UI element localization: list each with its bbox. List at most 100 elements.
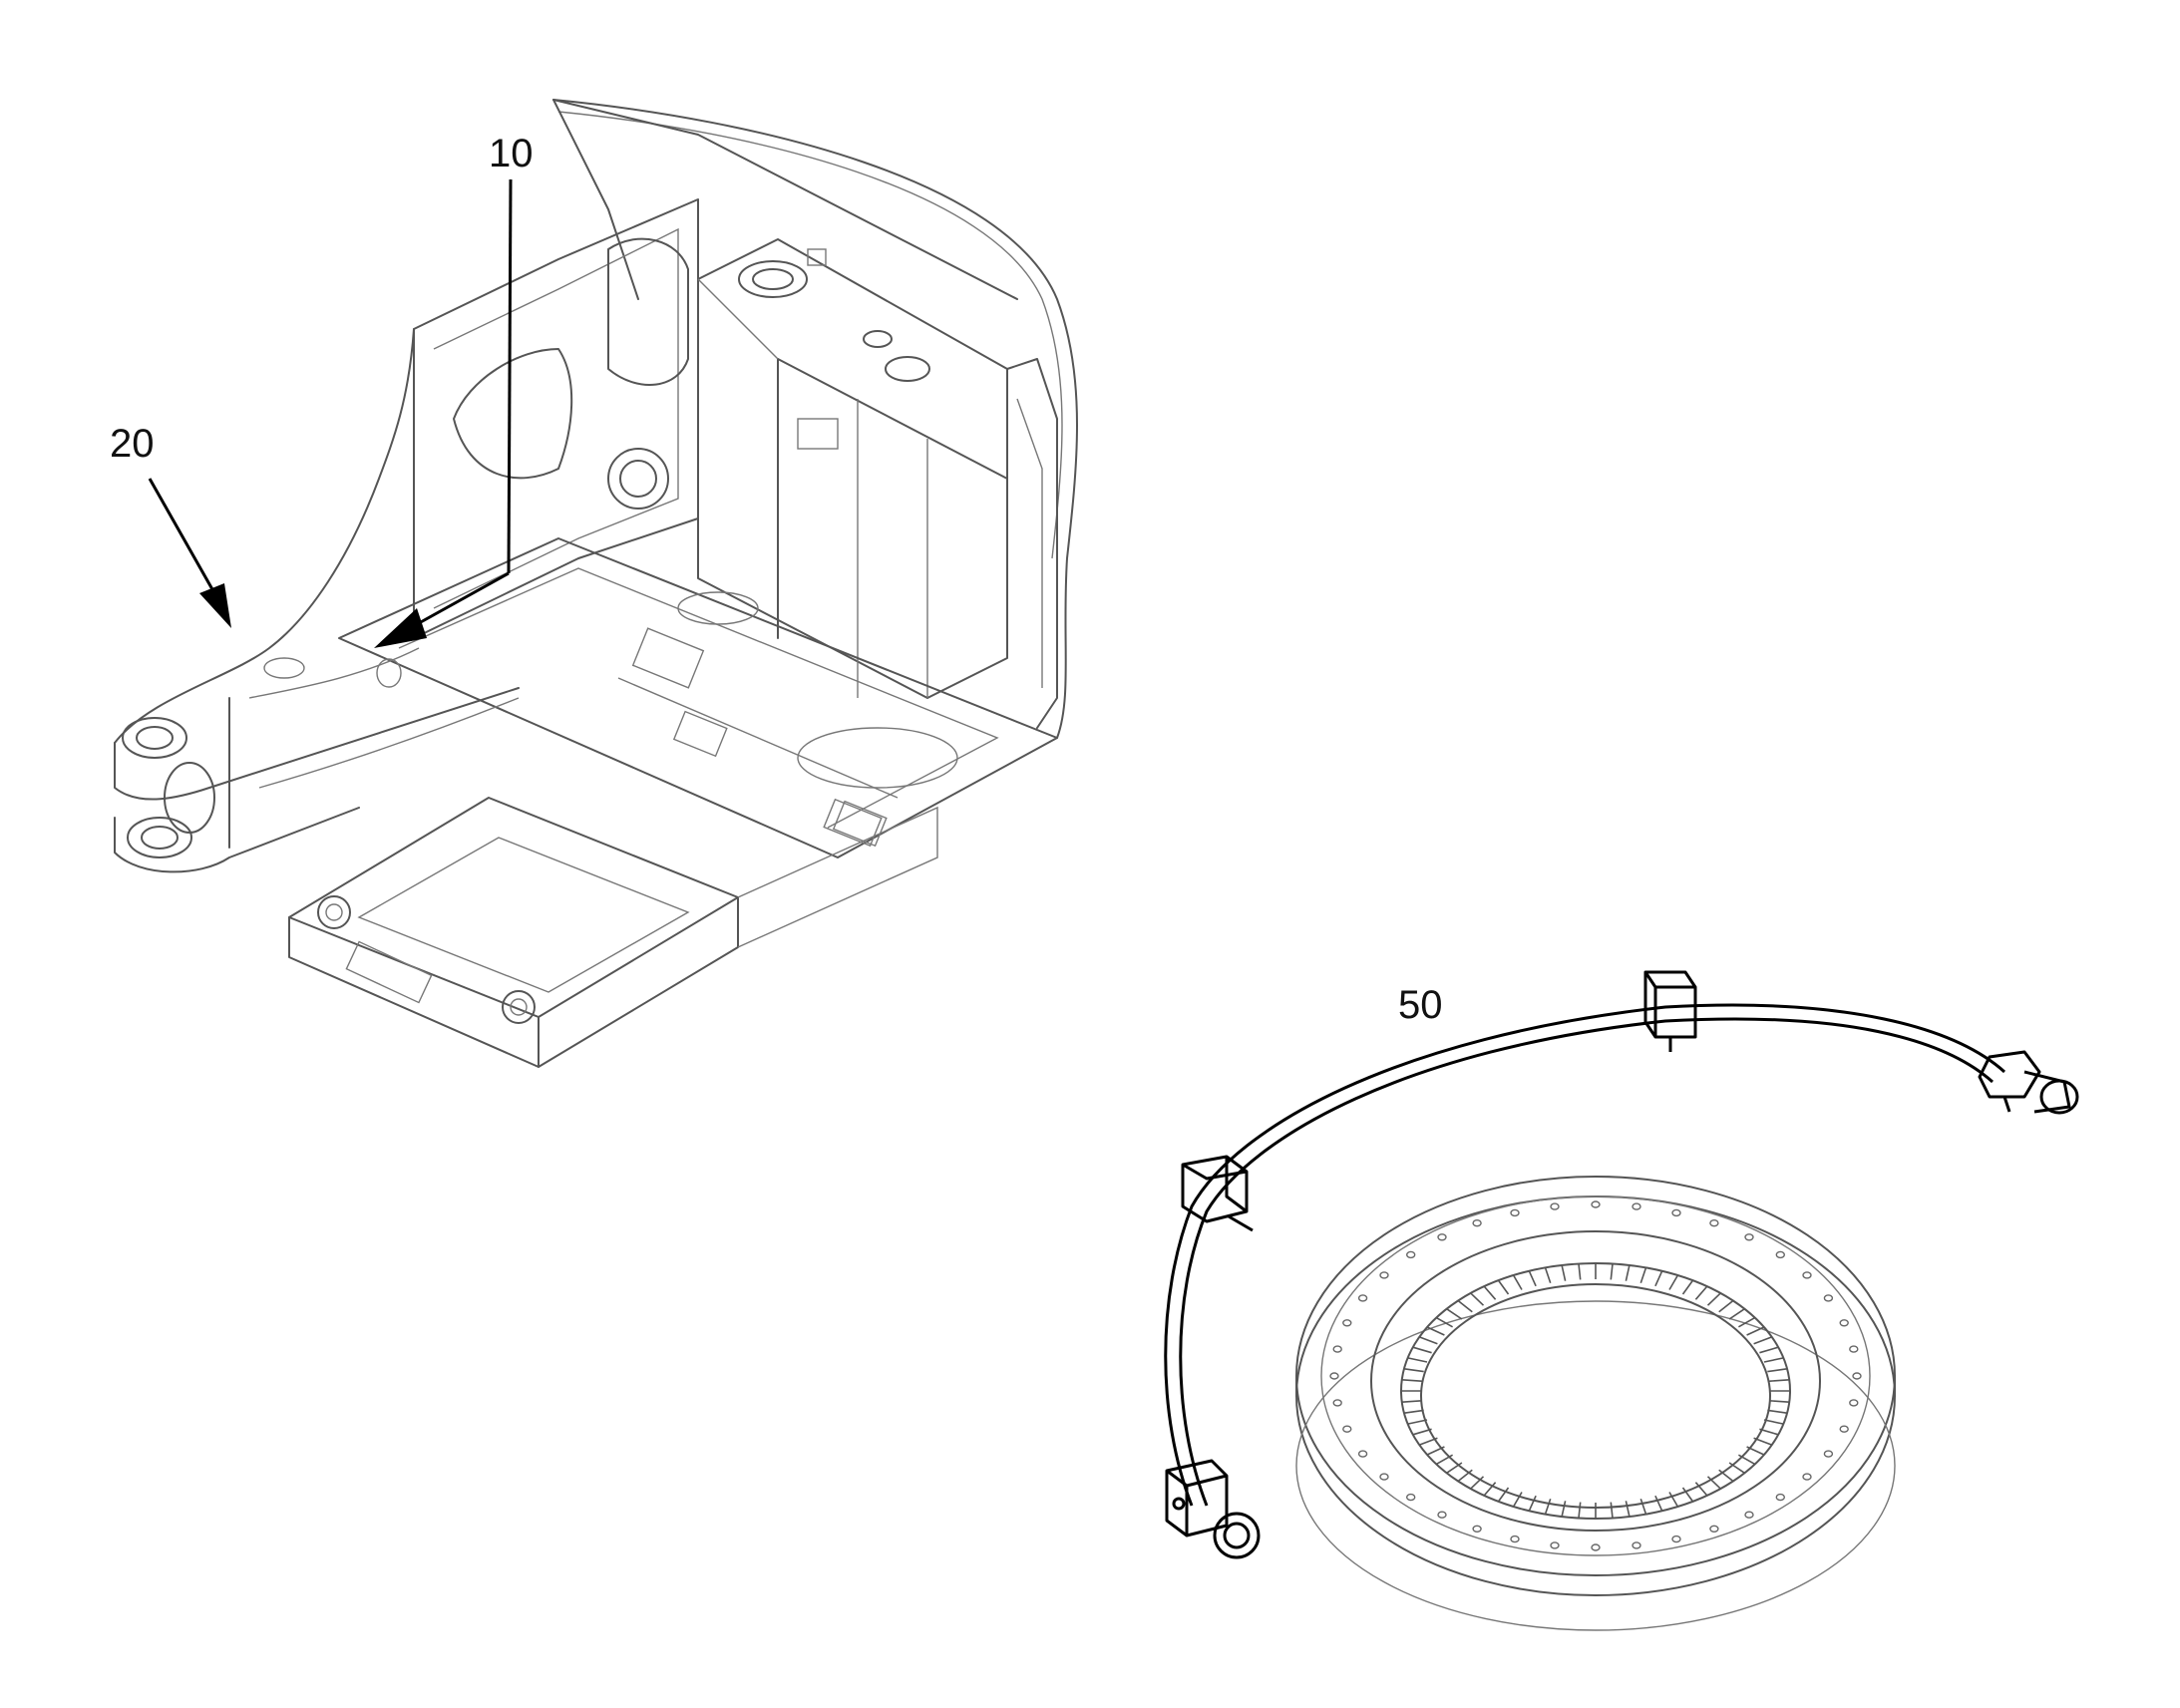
gear-tooth: [1578, 1263, 1582, 1280]
slewing-ring-drawing: [1164, 970, 2079, 1631]
bolt-hole: [1849, 1399, 1859, 1407]
gear-tooth: [1497, 1487, 1510, 1503]
gear-tooth: [1401, 1379, 1422, 1382]
bolt-hole: [1510, 1208, 1520, 1217]
gear-tooth: [1407, 1419, 1428, 1425]
bolt-hole: [1775, 1493, 1786, 1502]
gear-tooth: [1746, 1326, 1765, 1336]
gear-tooth: [1753, 1336, 1772, 1345]
gear-tooth: [1512, 1492, 1523, 1508]
gear-tooth: [1767, 1409, 1788, 1414]
gear-tooth: [1694, 1482, 1708, 1497]
bolt-hole: [1550, 1541, 1560, 1549]
gear-tooth: [1738, 1454, 1756, 1466]
gear-tooth: [1470, 1292, 1485, 1306]
bolt-hole: [1405, 1493, 1416, 1502]
bolt-hole: [1775, 1250, 1786, 1259]
gear-tooth: [1512, 1274, 1523, 1290]
callout-20: 20: [110, 422, 155, 466]
gear-tooth: [1457, 1469, 1473, 1483]
gear-tooth: [1528, 1495, 1537, 1512]
gear-tooth: [1639, 1498, 1647, 1515]
gear-tooth: [1639, 1267, 1647, 1284]
gear-tooth: [1426, 1326, 1445, 1336]
gear-tooth: [1681, 1279, 1694, 1295]
arrowhead-20: [199, 583, 231, 628]
upper-frame-drawing: [114, 99, 1078, 1068]
gear-tooth: [1738, 1316, 1756, 1328]
gear-tooth: [1753, 1437, 1772, 1446]
gear-tooth: [1706, 1292, 1721, 1306]
bolt-hole: [1671, 1535, 1681, 1543]
bolt-hole: [1802, 1473, 1812, 1481]
gear-tooth: [1446, 1308, 1463, 1320]
gear-tooth: [1767, 1368, 1788, 1373]
bolt-hole: [1550, 1202, 1560, 1210]
gear-tooth: [1435, 1316, 1453, 1328]
bolt-hole: [1823, 1450, 1834, 1458]
gear-tooth: [1759, 1428, 1779, 1436]
bolt-hole: [1379, 1271, 1389, 1279]
callout-20-group: 20: [110, 422, 231, 628]
gear-tooth: [1728, 1462, 1745, 1474]
bolt-hole: [1472, 1525, 1482, 1534]
gear-tooth: [1497, 1279, 1510, 1295]
callout-50-group: 50: [1398, 983, 1443, 1027]
bolt-hole: [1342, 1425, 1352, 1433]
gear-tooth: [1446, 1462, 1463, 1474]
bolt-hole: [1472, 1218, 1482, 1227]
bolt-hole: [1632, 1202, 1641, 1210]
arrowhead-10: [374, 608, 427, 648]
bolt-hole: [1379, 1473, 1389, 1481]
gear-tooth: [1561, 1264, 1567, 1281]
bolt-hole: [1671, 1208, 1681, 1217]
bolt-hole: [1709, 1218, 1719, 1227]
gear-tooth: [1668, 1274, 1679, 1290]
gear-tooth: [1403, 1409, 1424, 1414]
gear-tooth: [1625, 1501, 1631, 1518]
gear-tooth: [1610, 1263, 1614, 1280]
bolt-hole: [1591, 1200, 1601, 1208]
bolt-hole: [1591, 1543, 1601, 1551]
callout-10: 10: [489, 132, 534, 175]
gear-tooth: [1412, 1346, 1432, 1354]
gear-tooth: [1718, 1299, 1734, 1313]
leader-line-10: [507, 178, 513, 574]
bolt-hole: [1839, 1425, 1849, 1433]
bolt-hole: [1709, 1525, 1719, 1534]
gear-tooth: [1426, 1446, 1445, 1456]
leader-line-20: [148, 478, 219, 599]
bolt-hole: [1332, 1345, 1342, 1353]
bolt-hole: [1357, 1294, 1368, 1302]
bolt-hole: [1510, 1535, 1520, 1543]
bolt-hole: [1839, 1319, 1849, 1327]
gear-tooth: [1763, 1419, 1784, 1425]
gear-teeth: [1401, 1263, 1790, 1519]
callout-10-group: 10: [374, 132, 534, 648]
gear-tooth: [1470, 1476, 1485, 1490]
bolt-hole: [1802, 1271, 1812, 1279]
gear-tooth: [1718, 1469, 1734, 1483]
gear-tooth: [1561, 1501, 1567, 1518]
gear-tooth: [1544, 1267, 1552, 1284]
bolt-hole: [1437, 1511, 1447, 1519]
gear-tooth: [1759, 1346, 1779, 1354]
gear-tooth: [1746, 1446, 1765, 1456]
gear-tooth: [1728, 1308, 1745, 1320]
bolt-hole: [1744, 1511, 1754, 1519]
bolt-hole: [1632, 1541, 1641, 1549]
gear-tooth: [1419, 1437, 1438, 1446]
gear-tooth: [1435, 1454, 1453, 1466]
gear-tooth: [1694, 1285, 1708, 1300]
gear-tooth: [1654, 1270, 1663, 1287]
gear-tooth: [1401, 1400, 1422, 1403]
bolt-hole: [1329, 1372, 1339, 1380]
gear-tooth: [1412, 1428, 1432, 1436]
gear-tooth: [1403, 1368, 1424, 1373]
gear-tooth: [1483, 1482, 1497, 1497]
gear-tooth: [1706, 1476, 1721, 1490]
gear-tooth: [1681, 1487, 1694, 1503]
gear-tooth: [1769, 1379, 1790, 1382]
bolt-holes: [1329, 1200, 1862, 1551]
